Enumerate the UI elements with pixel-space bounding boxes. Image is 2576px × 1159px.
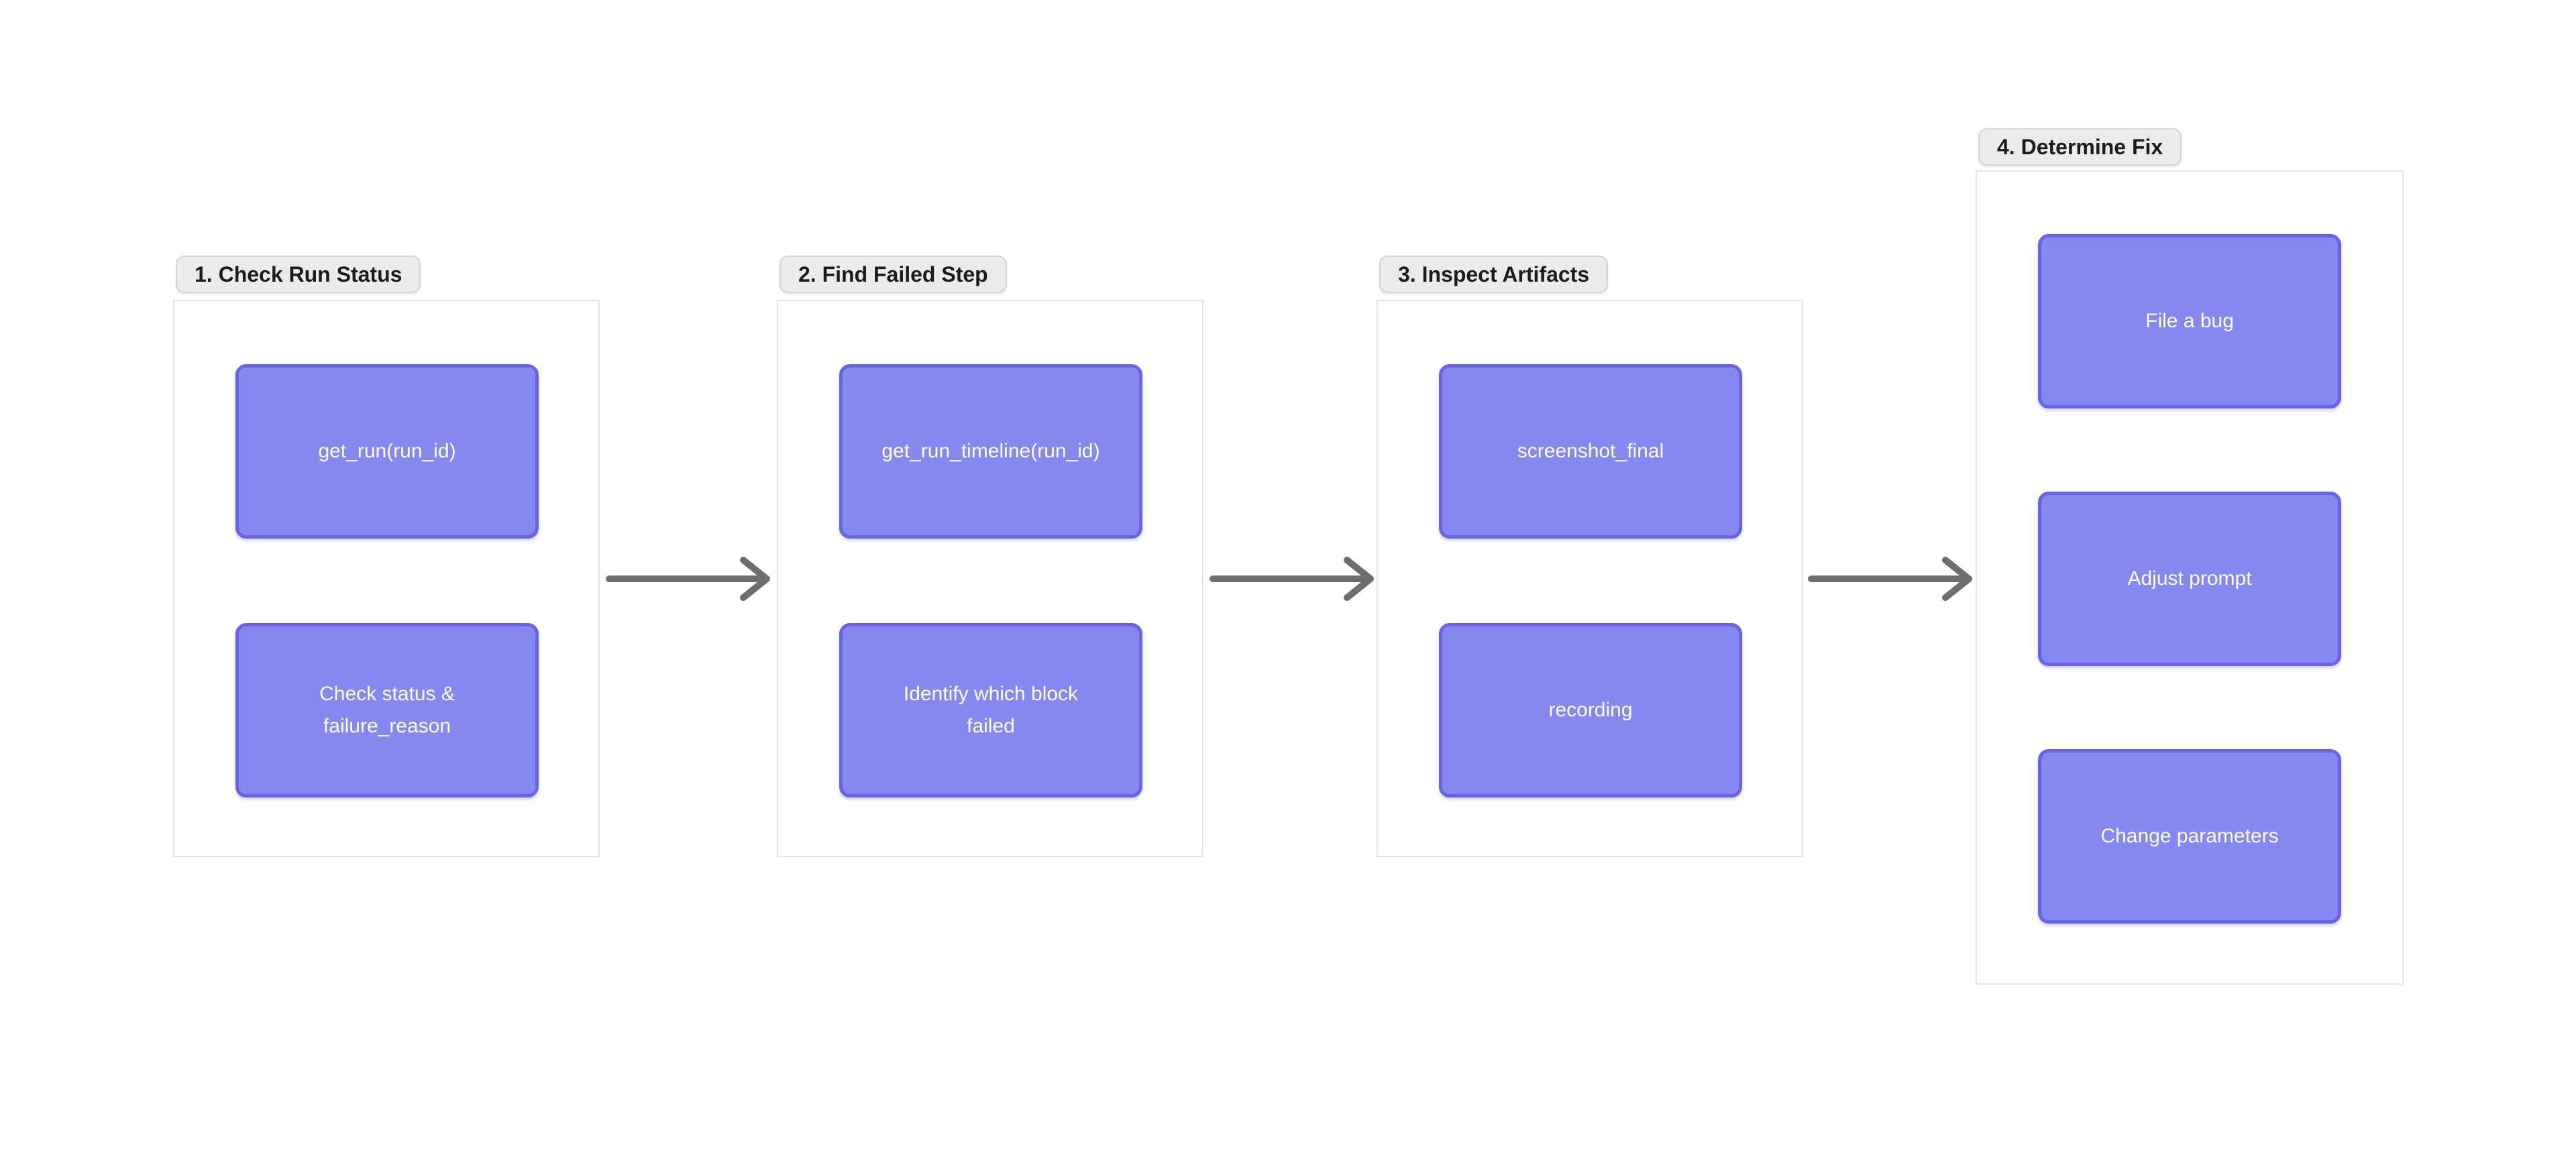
arrow-step1-to-step2 [606,557,770,601]
node-change-parameters: Change parameters [2038,749,2341,924]
arrow-step2-to-step3 [1210,557,1374,601]
node-adjust-prompt: Adjust prompt [2038,492,2341,666]
node-identify-failed-block: Identify which block failed [839,623,1142,797]
node-file-a-bug: File a bug [2038,234,2341,408]
node-screenshot-final: screenshot_final [1439,364,1742,539]
frame-determine-fix: 4. Determine Fix File a bug Adjust promp… [1976,128,2404,985]
frame-label-find-failed-step: 2. Find Failed Step [780,256,1007,293]
node-get-run: get_run(run_id) [235,364,539,539]
frame-inspect-artifacts: 3. Inspect Artifacts screenshot_final re… [1377,256,1803,857]
frame-find-failed-step: 2. Find Failed Step get_run_timeline(run… [777,256,1203,857]
frame-label-determine-fix: 4. Determine Fix [1978,128,2182,166]
node-check-status-failure-reason: Check status & failure_reason [235,623,539,797]
frame-label-check-run-status: 1. Check Run Status [176,256,421,293]
node-get-run-timeline: get_run_timeline(run_id) [839,364,1142,539]
frame-label-inspect-artifacts: 3. Inspect Artifacts [1379,256,1609,293]
frame-check-run-status: 1. Check Run Status get_run(run_id) Chec… [173,256,600,857]
arrow-step3-to-step4 [1808,557,1972,601]
node-recording: recording [1439,623,1742,797]
